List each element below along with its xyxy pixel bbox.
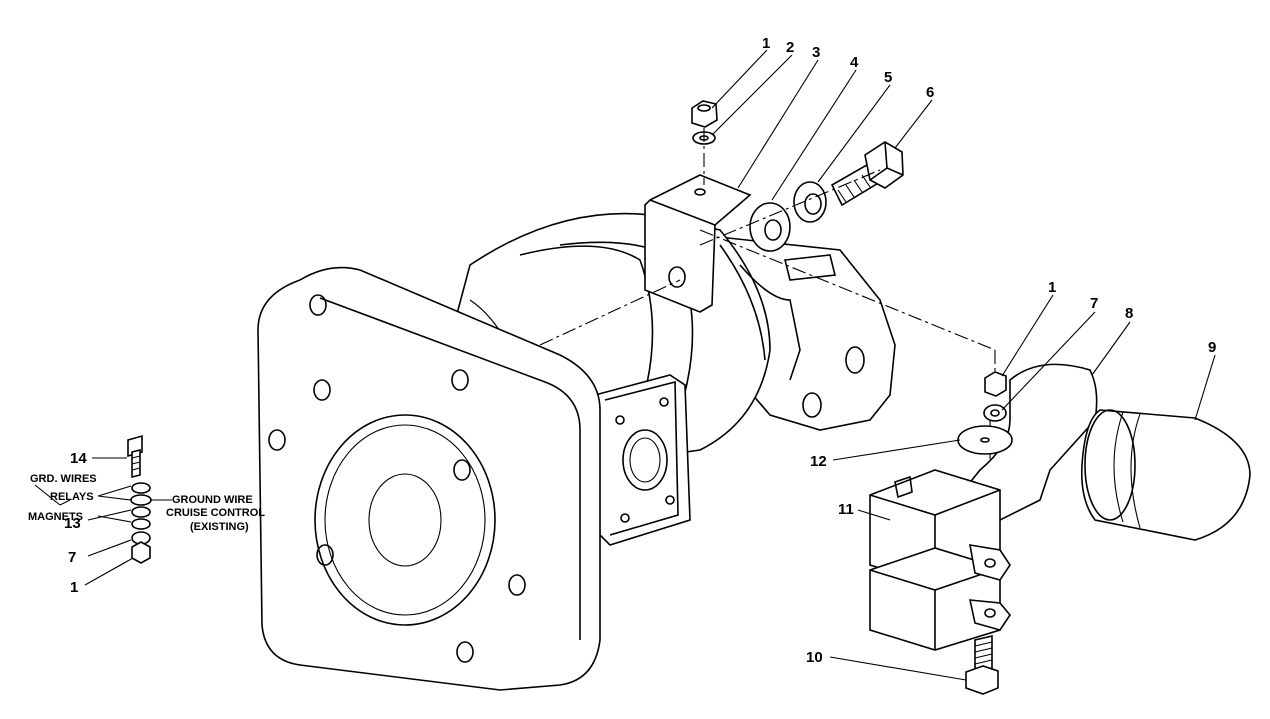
callout-9: 9 <box>1208 339 1216 356</box>
bracket-hardware <box>749 141 904 252</box>
note-magnets: MAGNETS <box>28 511 83 523</box>
callout-7-clamp: 7 <box>1090 295 1098 312</box>
callout-5: 5 <box>884 69 892 86</box>
note-ground-wire: GROUND WIRE <box>172 494 253 506</box>
callout-13: 13 <box>64 515 81 532</box>
callout-3: 3 <box>812 44 820 61</box>
ground-stack <box>127 434 152 564</box>
note-relays: RELAYS <box>50 491 94 503</box>
clamp-and-solenoid <box>958 363 1251 541</box>
callout-1-stack: 1 <box>70 579 78 596</box>
callout-10: 10 <box>806 649 823 666</box>
note-cruise-control: CRUISE CONTROL <box>166 507 265 519</box>
callout-12: 12 <box>810 453 827 470</box>
callout-2: 2 <box>786 39 794 56</box>
callout-1-top: 1 <box>762 35 770 52</box>
note-grd-wires: GRD. WIRES <box>30 473 97 485</box>
side-port-block <box>594 374 691 546</box>
callout-6: 6 <box>926 84 934 101</box>
callout-1-clamp: 1 <box>1048 279 1056 296</box>
callout-14: 14 <box>70 450 87 467</box>
callout-8: 8 <box>1125 305 1133 322</box>
callout-11: 11 <box>838 501 854 518</box>
front-flange <box>257 266 601 691</box>
leader-lines <box>34 49 1216 681</box>
callout-labels: 1 2 3 4 5 6 1 7 8 9 12 11 10 14 13 7 1 <box>64 35 1216 666</box>
stack-notes: GRD. WIRES RELAYS MAGNETS GROUND WIRE CR… <box>28 473 265 533</box>
callout-7-stack: 7 <box>68 549 76 566</box>
angle-bracket <box>644 174 752 313</box>
bottom-screw <box>965 634 999 695</box>
callout-4: 4 <box>850 54 859 71</box>
relay-stack <box>869 469 1011 651</box>
note-existing: (EXISTING) <box>190 521 249 533</box>
clamp-hardware <box>957 371 1013 455</box>
